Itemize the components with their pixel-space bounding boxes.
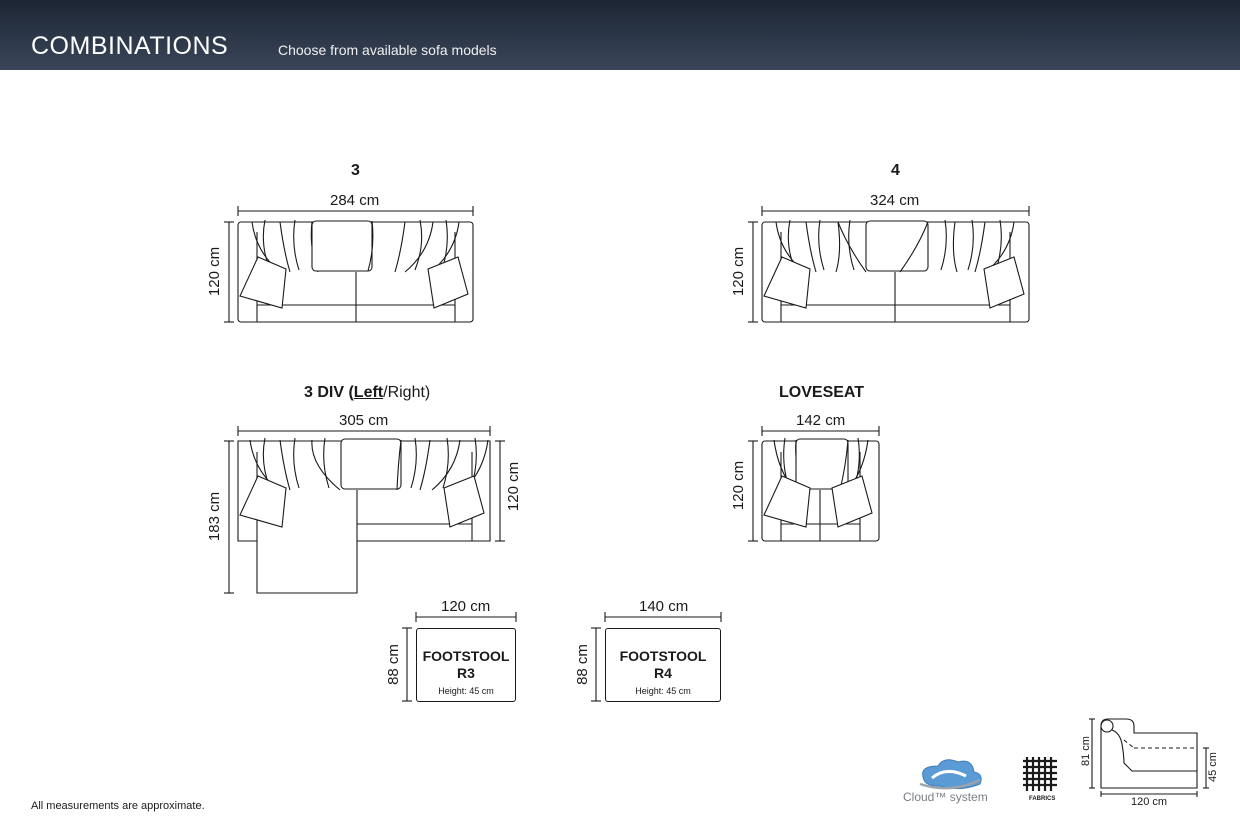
model-3div-title-right: /Right) [383,384,431,401]
footstool-r4-name: FOOTSTOOL [619,648,707,664]
measurements-note: All measurements are approximate. [31,800,205,812]
fabric-weave-icon [1023,757,1057,791]
profile-seat-height: 45 cm [1206,752,1219,782]
model-3-depth: 120 cm [206,246,224,297]
footstool-r3-code: R3 [457,665,475,681]
footstool-r3-depth: 88 cm [384,644,402,685]
model-4-title: 4 [891,162,900,179]
profile-depth: 120 cm [1131,796,1168,808]
model-4-depth: 120 cm [730,246,748,297]
cloud-system-logo-text: Cloud™ system [903,790,988,804]
model-3div-title: 3 DIV (Left/Right) [304,384,430,402]
footstool-r3-dimensions [402,612,517,702]
footstool-r4-code: R4 [654,665,672,681]
model-3div-title-left: Left [353,384,384,401]
model-3-title: 3 [351,162,360,179]
model-loveseat-depth: 120 cm [730,460,748,511]
model-loveseat-title: LOVESEAT [779,384,865,401]
footstool-r4-width: 140 cm [639,598,689,615]
model-3div-title-main: 3 DIV ( [304,384,354,401]
page-subtitle: Choose from available sofa models [278,42,497,58]
model-loveseat-width: 142 cm [796,412,846,429]
loveseat-drawing [748,426,880,542]
profile-height: 81 cm [1079,736,1092,766]
footstool-r3-name: FOOTSTOOL [422,648,510,664]
fabrics-label: FABRICS [1029,796,1056,802]
footstool-r3-width: 120 cm [441,598,491,615]
footstool-r4-height: Height: 45 cm [635,686,691,696]
sofa-3-drawing [224,206,474,323]
sofa-side-profile-drawing [1089,718,1209,797]
footstool-r3-box: FOOTSTOOL R3 Height: 45 cm [416,628,516,702]
footstool-r4-dimensions [591,612,722,702]
model-3div-depth-left: 183 cm [206,491,224,542]
footstool-r4-depth: 88 cm [573,644,591,685]
model-4-width: 324 cm [870,192,920,209]
footstool-r4-box: FOOTSTOOL R4 Height: 45 cm [605,628,721,702]
page-header: COMBINATIONS Choose from available sofa … [0,0,1240,70]
model-3-width: 284 cm [330,192,380,209]
footstool-r3-height: Height: 45 cm [438,686,494,696]
page-title: COMBINATIONS [31,32,229,60]
model-3div-width: 305 cm [339,412,389,429]
model-3div-depth-right: 120 cm [505,461,523,512]
cloud-swirl-icon [919,759,982,790]
sofa-4-drawing [748,206,1030,323]
sofa-3div-drawing [224,426,505,594]
